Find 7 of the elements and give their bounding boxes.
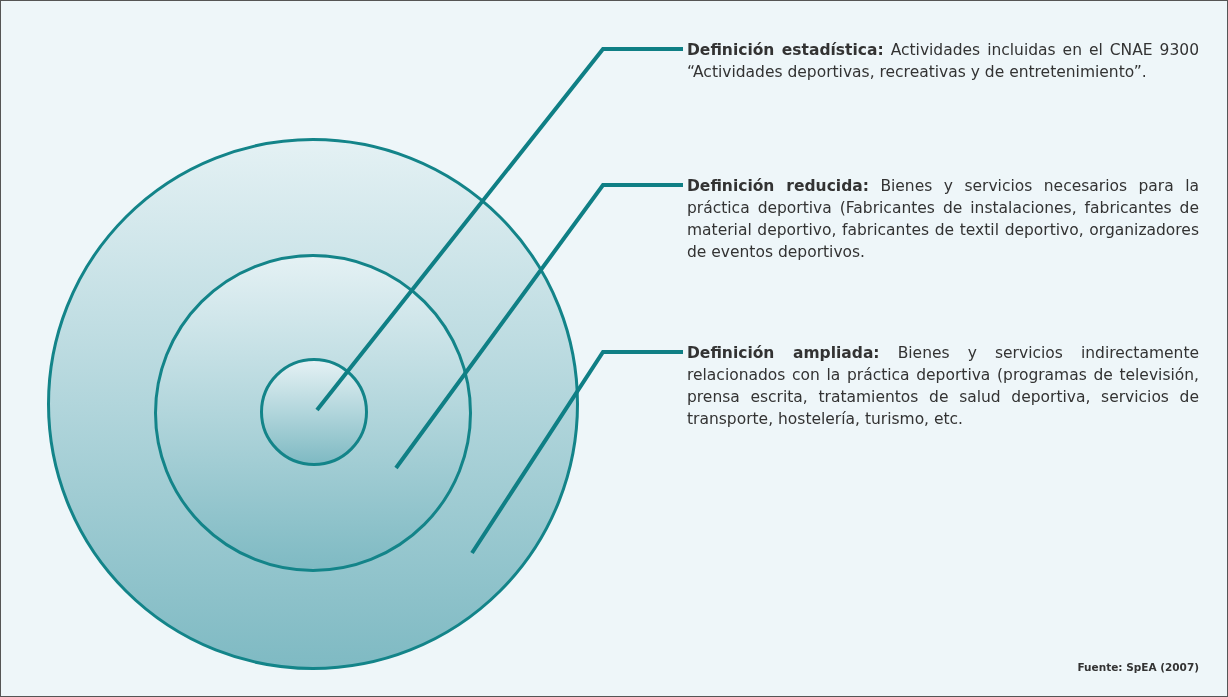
leader-line bbox=[470, 350, 683, 555]
source-note: Fuente: SpEA (2007) bbox=[1077, 661, 1199, 673]
definition-text: Definición estadística: Actividades incluidas en el CNAE 9300 “Actividades deportivas, recreativas y de entretenimiento”. bbox=[687, 39, 1199, 83]
leader-line bbox=[394, 183, 683, 470]
leader-line bbox=[315, 47, 683, 412]
definition-text: Definición ampliada: Bienes y servicios indirectamente relacionados con la práctica deportiva (programas de televisión, prensa escrita, tratamientos de salud deportiva, servicios de transporte, hostelería, turismo, etc. bbox=[687, 342, 1199, 430]
definition-text: Definición reducida: Bienes y servicios necesarios para la práctica deportiva (Fabricantes de instalaciones, fabricantes de material deportivo, fabricantes de textil deportivo, organizadores de eventos deportivos. bbox=[687, 175, 1199, 263]
